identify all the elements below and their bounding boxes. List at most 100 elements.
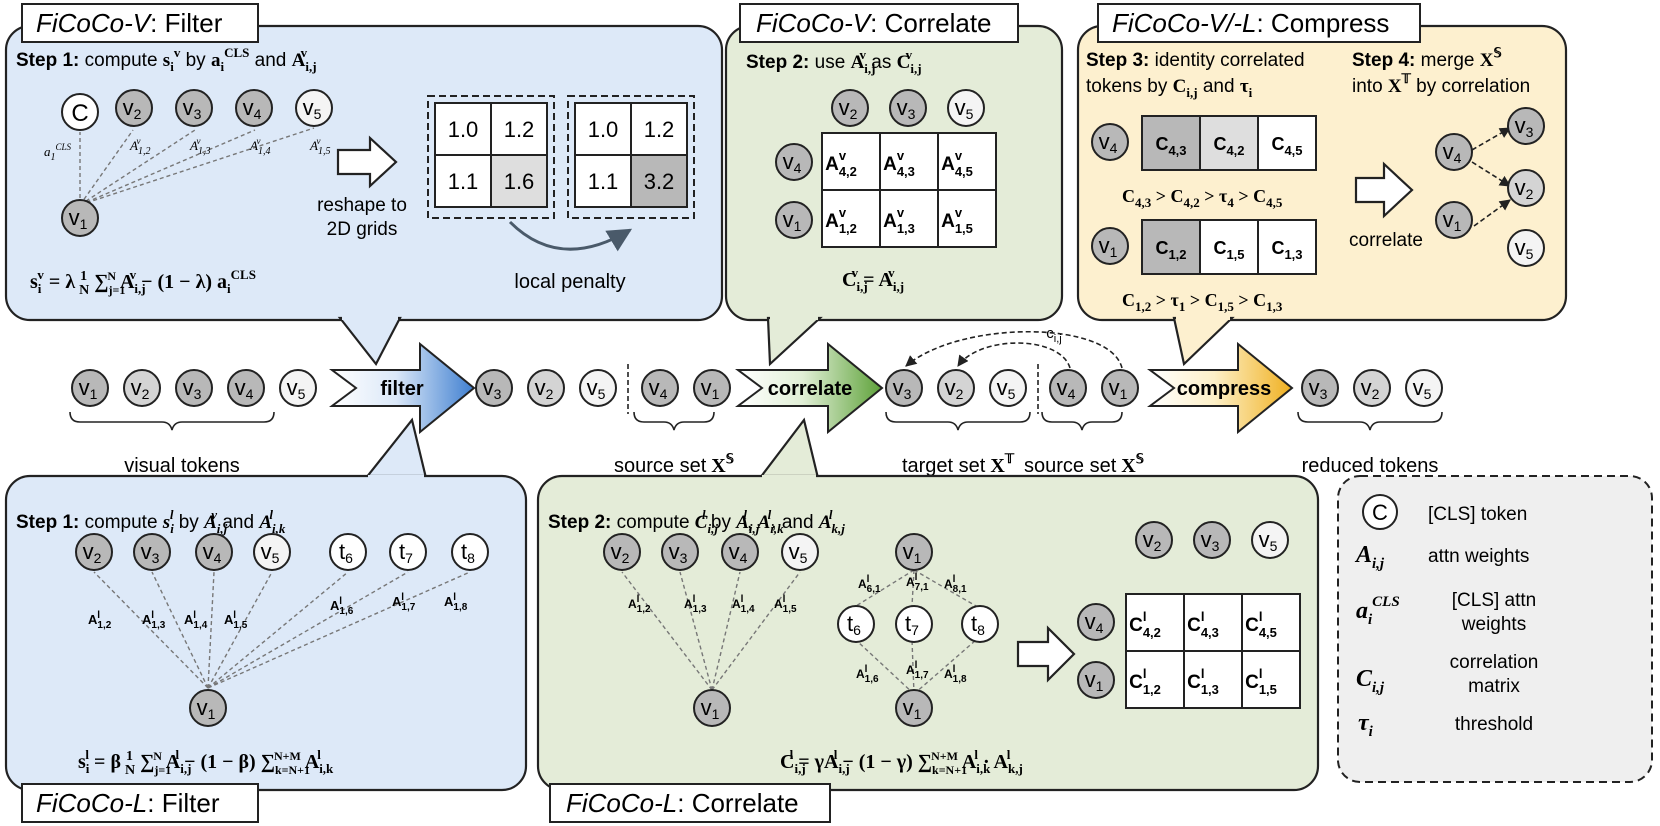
token-v4: v4: [721, 533, 759, 571]
legend: C [CLS] token Ai,j attn weights aiCLS [C…: [1337, 475, 1653, 783]
svg-text:Ci,j: Ci,j: [1356, 666, 1385, 696]
svg-text:siv = λ 1N ∑j=1N Ai,jv − (1 −: siv = λ 1N ∑j=1N Ai,jv − (1 − λ) aiCLS: [30, 267, 256, 298]
token-v1: v1: [189, 689, 227, 727]
svg-text:v4: v4: [203, 539, 222, 566]
svg-text:Step 1: compute si: Step 1: compute siv by aiCLS and Ai,jv: [16, 45, 317, 74]
matrix-cell: A4,3v: [883, 148, 915, 179]
target-set-label: target set: [902, 455, 986, 477]
svg-text:v5: v5: [1259, 527, 1278, 554]
matrix-cell: A4,2v: [825, 148, 857, 179]
svg-text:C: C: [1372, 500, 1388, 525]
token-t7: t7: [389, 533, 427, 571]
grid-cell: 1.2: [490, 102, 548, 156]
attn-label: A1,8l: [944, 664, 967, 685]
attn-label: A1,5l: [224, 610, 248, 631]
token-v3: v3: [661, 533, 699, 571]
svg-text:t7: t7: [905, 611, 919, 638]
svg-text:v5: v5: [587, 375, 606, 402]
matrix-cell: A1,3v: [883, 205, 915, 236]
token-v5: v5: [781, 533, 819, 571]
svg-text:v1: v1: [1443, 207, 1462, 234]
token-t6: t6: [837, 605, 875, 643]
attn-label: A7,1l: [906, 572, 929, 593]
panel-v-filter: FiCoCo-V: Filter Step 1: compute siv by …: [4, 3, 724, 367]
token-v1: v1: [895, 533, 933, 571]
v-filter-title-em: FiCoCo-V: [36, 8, 153, 38]
svg-text:v4: v4: [243, 95, 262, 122]
svg-text:v1: v1: [1109, 375, 1128, 402]
svg-text:3.2: 3.2: [644, 169, 675, 194]
grid-cell: 1.1: [574, 154, 632, 208]
source-set-label-2: source set: [1024, 455, 1117, 477]
svg-text:v3: v3: [669, 539, 688, 566]
filter-arrow: filter: [329, 341, 476, 435]
token-v5: v5: [1507, 229, 1545, 267]
matrix-cell: A1,5v: [941, 205, 973, 236]
legend-threshold: τi threshold: [1358, 710, 1533, 740]
svg-text:Ai,j: Ai,j: [1354, 542, 1385, 572]
attn-label: A1,5l: [774, 594, 797, 615]
grid-cell: 1.2: [630, 102, 688, 156]
matrix-cell: C1,2l: [1129, 666, 1161, 697]
attn-label: A1,2l: [628, 594, 651, 615]
svg-text:target set X𝕋: target set X𝕋: [902, 451, 1015, 477]
legend-attn: Ai,j attn weights: [1354, 542, 1529, 572]
svg-text:t8: t8: [461, 539, 475, 566]
source-set-label-1: source set: [614, 455, 707, 477]
matrix-cell: C4,2l: [1129, 609, 1161, 640]
svg-text:FiCoCo-V: Filter: FiCoCo-V: Filter: [36, 8, 223, 38]
svg-text:v5: v5: [287, 375, 306, 402]
svg-text:v1: v1: [79, 375, 98, 402]
svg-text:v1: v1: [1099, 233, 1118, 260]
attn-label: A1,7l: [392, 592, 416, 613]
token-v4: v4: [641, 369, 679, 407]
svg-text:v4: v4: [1099, 129, 1118, 156]
svg-text:v3: v3: [1201, 527, 1220, 554]
svg-text:v1: v1: [701, 375, 720, 402]
grid-cell: 1.6: [490, 154, 548, 208]
svg-text:v1: v1: [903, 539, 922, 566]
svg-text:v5: v5: [1515, 235, 1534, 262]
token-v4: v4: [1435, 133, 1473, 171]
svg-text:v3: v3: [893, 375, 912, 402]
svg-text:v1: v1: [69, 205, 88, 232]
token-v2: v2: [937, 369, 975, 407]
attn-label: A1,2l: [88, 610, 112, 631]
svg-text:1.1: 1.1: [448, 169, 479, 194]
token-v2: v2: [527, 369, 565, 407]
grid-before-penalty: 1.0 1.2 1.1 1.6: [434, 102, 548, 208]
svg-text:filter: filter: [380, 378, 424, 400]
matrix-cell: A1,2v: [825, 205, 857, 236]
svg-text:v2: v2: [131, 375, 150, 402]
panel-l-filter: FiCoCo-L: Filter Step 1: compute sil by …: [4, 417, 528, 823]
svg-text:threshold: threshold: [1455, 714, 1533, 735]
svg-text:sil = β 1N ∑j=1N Ai,jl − (1 −: sil = β 1N ∑j=1N Ai,jl − (1 − β) ∑k=N+1N…: [78, 747, 334, 778]
matrix-cell: C4,5l: [1245, 609, 1277, 640]
svg-text:1.0: 1.0: [588, 117, 619, 142]
token-v3: v3: [889, 89, 927, 127]
legend-cls: C [CLS] token: [1362, 494, 1527, 530]
token-v1: v1: [775, 201, 813, 239]
attn-label: A1,3l: [684, 594, 707, 615]
svg-text:v3: v3: [183, 95, 202, 122]
svg-text:v4: v4: [649, 375, 668, 402]
token-v1: v1: [693, 689, 731, 727]
svg-text:ci,j: ci,j: [1046, 325, 1061, 345]
token-v5: v5: [1251, 521, 1289, 559]
svg-text:t6: t6: [847, 611, 861, 638]
svg-text:v4: v4: [729, 539, 748, 566]
token-v5: v5: [295, 89, 333, 127]
svg-text:Step 4: merge X𝕊: Step 4: merge X𝕊: [1352, 45, 1502, 71]
token-v2: v2: [1135, 521, 1173, 559]
grid-cell: 1.0: [434, 102, 492, 156]
grid-cell: 3.2: [630, 154, 688, 208]
svg-text:Step 2: use Ai,jv: Step 2: use Ai,jv as Ci,jv: [746, 47, 922, 76]
svg-text:correlate: correlate: [768, 378, 853, 400]
svg-text:1.0: 1.0: [448, 117, 479, 142]
token-v2: v2: [115, 89, 153, 127]
svg-text:v3: v3: [1309, 375, 1328, 402]
token-t8: t8: [961, 605, 999, 643]
grid-cell: 1.1: [434, 154, 492, 208]
